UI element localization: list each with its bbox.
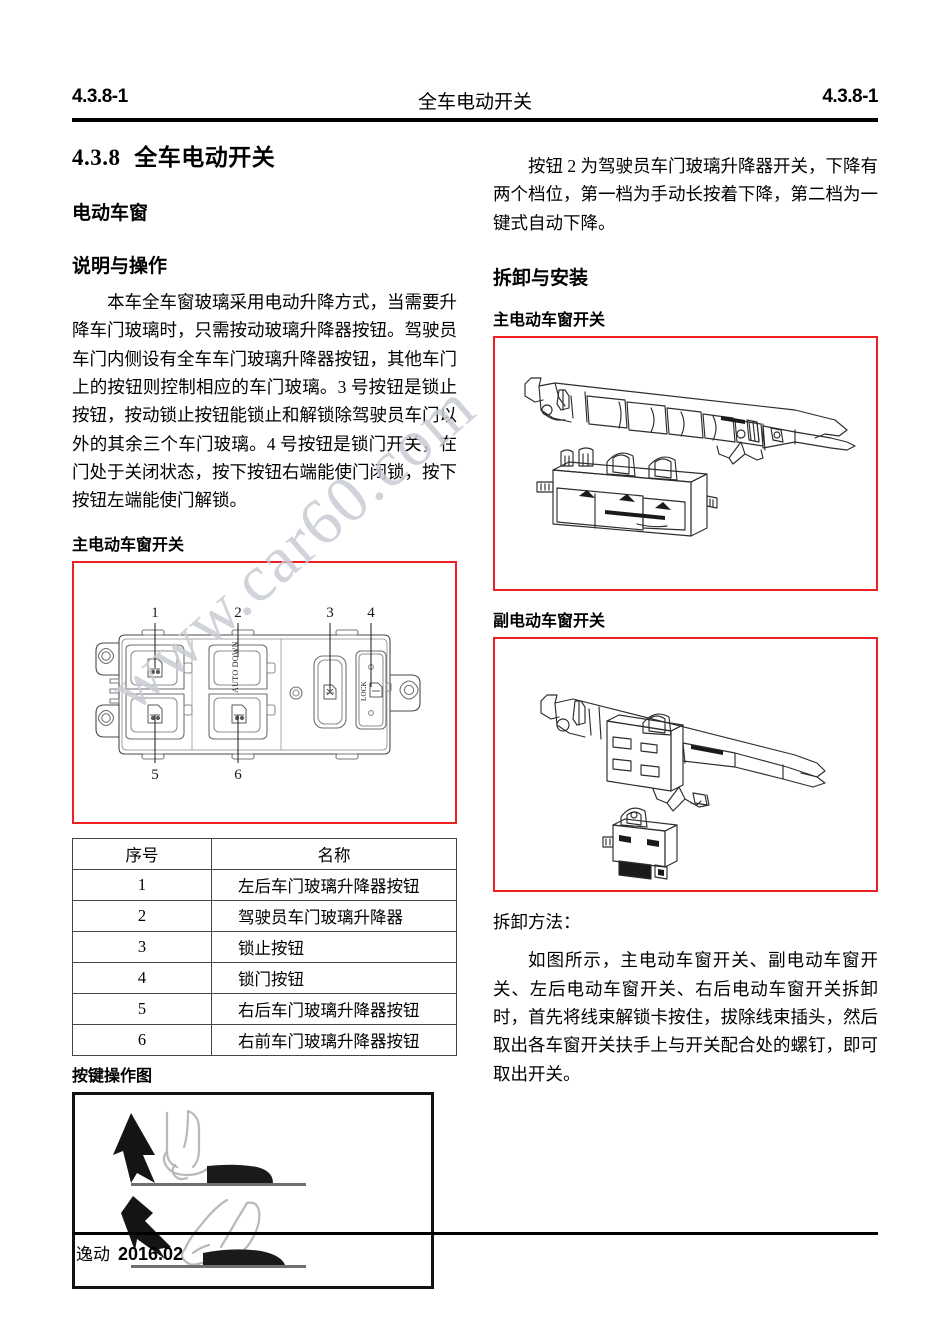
- running-head-right: 4.3.8-1: [822, 86, 878, 107]
- table-cell-name: 右后车门玻璃升降器按钮: [211, 992, 457, 1025]
- removal-method-label: 拆卸方法：: [493, 912, 581, 933]
- table-row: 2 驾驶员车门玻璃升降器: [72, 899, 457, 932]
- header-rule: [72, 118, 878, 122]
- left-column: 4.3.8 全车电动开关 电动车窗 说明与操作 本车全车窗玻璃采用电动升降方式，…: [72, 130, 457, 1289]
- table-cell-index: 6: [72, 1023, 212, 1056]
- table-cell-name: 左后车门玻璃升降器按钮: [211, 868, 457, 901]
- figure-main-switch-panel: AUTO DOWN LOCK 1 2 3 4 5 6: [72, 560, 457, 824]
- table-cell-index: 4: [72, 961, 212, 994]
- figure-label-aux-switch-assembly: 副电动车窗开关: [493, 613, 606, 631]
- heading-power-window: 电动车窗: [72, 203, 149, 224]
- table-cell-name: 锁止按钮: [211, 930, 457, 963]
- callout-5: 5: [151, 767, 159, 783]
- callout-4: 4: [367, 605, 375, 621]
- switch-panel-drawing: AUTO DOWN LOCK 1 2 3 4 5 6: [95, 605, 421, 783]
- table-header-name: 名称: [211, 837, 457, 870]
- right-paragraph-2: 如图所示，主电动车窗开关、副电动车窗开关、左后电动车窗开关、右后电动车窗开关拆卸…: [493, 950, 878, 1084]
- callout-1: 1: [151, 605, 159, 621]
- table-cell-index: 3: [72, 930, 212, 963]
- callout-3: 3: [326, 605, 334, 621]
- table-row: 6 右前车门玻璃升降器按钮: [72, 1023, 457, 1056]
- pull-up-illustration: [113, 1109, 306, 1186]
- aux-switch-assembly-drawing: [540, 694, 826, 880]
- table-cell-index: 2: [72, 899, 212, 932]
- table-row: 1 左后车门玻璃升降器按钮: [72, 868, 457, 901]
- footer-date: 2016.02: [118, 1244, 184, 1264]
- left-paragraph-1: 本车全车窗玻璃采用电动升降方式，当需要升降车门玻璃时，只需按动玻璃升降器按钮。驾…: [72, 292, 457, 511]
- main-switch-assembly-drawing: [524, 377, 856, 537]
- page-title: 4.3.8 全车电动开关: [72, 130, 457, 172]
- keypress-drawing: [113, 1109, 306, 1268]
- section-number: 4.3.8: [72, 145, 121, 170]
- footer-model: 逸动: [76, 1245, 110, 1264]
- heading-removal-installation: 拆卸与安装: [493, 268, 589, 290]
- table-header-index: 序号: [72, 837, 212, 870]
- table-row: 5 右后车门玻璃升降器按钮: [72, 992, 457, 1025]
- right-paragraph-1: 按钮 2 为驾驶员车门玻璃升降器开关，下降有两个档位，第一档为手动长按着下降，第…: [493, 156, 878, 233]
- table-row: 4 锁门按钮: [72, 961, 457, 994]
- footer-rule: [72, 1232, 878, 1235]
- figure-label-main-switch-assembly: 主电动车窗开关: [493, 312, 606, 330]
- table-cell-name: 驾驶员车门玻璃升降器: [211, 899, 457, 932]
- parts-table: 序号 名称 1 左后车门玻璃升降器按钮 2 驾驶员车门玻璃升降器 3 锁止按钮: [72, 837, 457, 1056]
- callout-2: 2: [234, 605, 242, 621]
- figure-label-keypress: 按键操作图: [72, 1067, 153, 1085]
- lock-marking: LOCK: [360, 681, 368, 701]
- callout-6: 6: [234, 767, 242, 783]
- table-cell-index: 5: [72, 992, 212, 1025]
- footer: 逸动 2016.02: [76, 1240, 183, 1265]
- running-head-left: 4.3.8-1: [72, 86, 128, 107]
- table-header-row: 序号 名称: [72, 837, 457, 870]
- heading-description-operation: 说明与操作: [72, 256, 168, 277]
- table-cell-index: 1: [72, 868, 212, 901]
- table-row: 3 锁止按钮: [72, 930, 457, 963]
- auto-down-marking: AUTO DOWN: [231, 641, 240, 693]
- running-head-center: 全车电动开关: [417, 92, 532, 113]
- section-title-text: 全车电动开关: [134, 144, 276, 170]
- figure-main-switch-assembly: [493, 336, 878, 592]
- running-head: 4.3.8-1 全车电动开关 4.3.8-1: [72, 86, 878, 120]
- table-cell-name: 右前车门玻璃升降器按钮: [211, 1023, 457, 1056]
- figure-label-main-switch: 主电动车窗开关: [72, 536, 185, 554]
- press-down-illustration: [121, 1195, 306, 1268]
- table-cell-name: 锁门按钮: [211, 961, 457, 994]
- figure-keypress-operation: [72, 1091, 434, 1289]
- figure-aux-switch-assembly: [493, 637, 878, 893]
- right-column: 按钮 2 为驾驶员车门玻璃升降器开关，下降有两个档位，第一档为手动长按着下降，第…: [493, 130, 878, 1088]
